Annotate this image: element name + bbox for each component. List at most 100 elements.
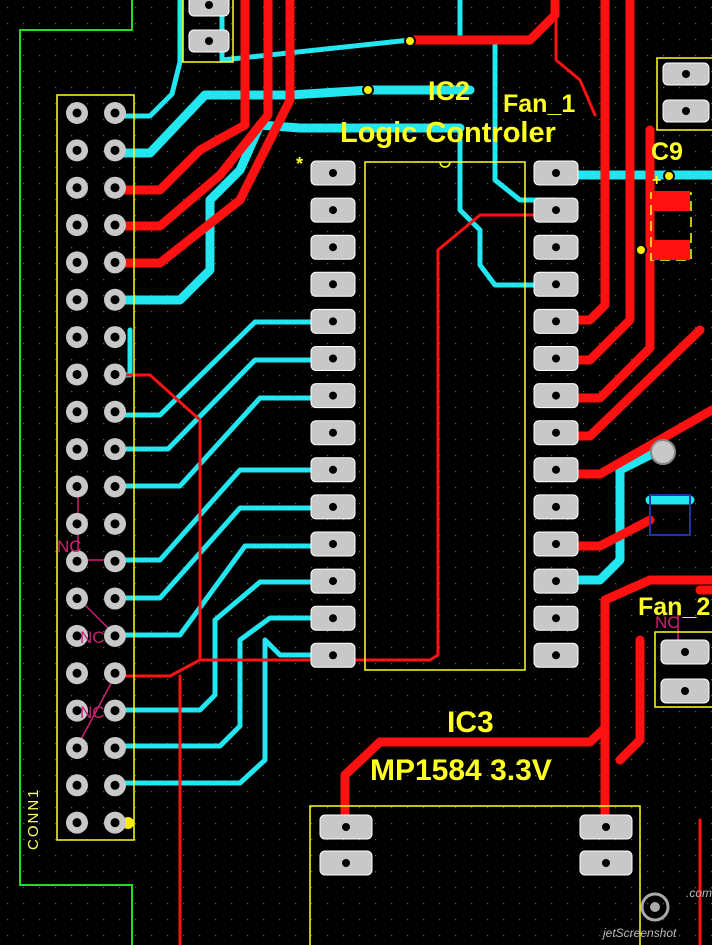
pad [310, 197, 356, 223]
ic3-value-label: MP1584 3.3V [370, 754, 552, 787]
through-hole-pin [104, 662, 126, 685]
through-hole-pin [66, 139, 88, 162]
via [362, 84, 374, 96]
silkscreen-labels: IC2 Logic Controler Fan_1 C9 + * Fan_2 I… [25, 76, 710, 850]
pad [533, 197, 579, 223]
pin1-marker: * [296, 154, 303, 174]
pad [310, 605, 356, 631]
through-hole-pin [66, 736, 88, 759]
pad [533, 346, 579, 371]
through-hole-pin [104, 102, 126, 124]
via [635, 244, 647, 256]
through-hole-pin [104, 736, 126, 759]
through-hole-pin [104, 512, 126, 535]
pad [533, 568, 579, 594]
pad [533, 642, 579, 668]
through-hole-pin [66, 176, 88, 199]
pad [310, 531, 356, 557]
fan2-label: Fan_2 [638, 593, 710, 621]
pad [652, 240, 690, 260]
through-hole-pin [66, 288, 88, 311]
through-hole-pin [66, 699, 88, 722]
pad [533, 234, 579, 260]
ic3-ref-label: IC3 [447, 706, 494, 739]
top-left-header[interactable] [182, 0, 234, 63]
pad [533, 308, 579, 334]
fan1-connector[interactable] [656, 57, 712, 131]
ic2-footprint[interactable] [310, 160, 579, 671]
through-hole-pin [66, 587, 88, 610]
pad [533, 494, 579, 520]
through-hole-pin [66, 512, 88, 535]
pad [310, 308, 356, 334]
c9-capacitor[interactable] [650, 191, 692, 261]
watermark: .com jetScreenshot [601, 886, 712, 940]
through-hole-pin [66, 326, 88, 349]
nc-label: NC [655, 613, 680, 632]
small-component[interactable] [649, 494, 691, 536]
through-hole-pin [104, 139, 126, 162]
fan1-label: Fan_1 [503, 90, 575, 118]
ic2-pads-left [310, 160, 356, 668]
through-hole-pin [66, 475, 88, 498]
through-hole-pin [104, 587, 126, 610]
nc-label: NC [80, 703, 105, 722]
through-hole-pin [66, 774, 88, 797]
through-hole-pin [104, 288, 126, 311]
fan2-connector[interactable] [654, 631, 712, 708]
pad [310, 271, 356, 297]
through-hole-pin [66, 550, 88, 573]
through-hole-pin [104, 550, 126, 573]
through-hole-pin [104, 176, 126, 199]
through-hole-pin [66, 624, 88, 647]
watermark-text: jetScreenshot [601, 926, 677, 940]
through-hole-pin [104, 251, 126, 274]
ic2-value-label: Logic Controler [340, 117, 556, 149]
through-hole-pin [104, 699, 126, 722]
through-hole-pin [104, 624, 126, 647]
c9-label: C9 [651, 138, 683, 166]
through-hole-pin [104, 475, 126, 498]
through-hole-pin [66, 214, 88, 237]
nc-label: NC [80, 628, 105, 647]
nc-label: NC [57, 537, 82, 556]
through-hole-pin [104, 400, 126, 423]
pad [310, 160, 356, 186]
watermark-tld: .com [686, 886, 712, 900]
conn1-pins [66, 102, 126, 834]
through-hole-pin [104, 326, 126, 349]
ic2-ref-label: IC2 [428, 76, 470, 106]
pad [533, 531, 579, 557]
ic3-module[interactable] [309, 805, 641, 945]
ic2-pads-right [533, 160, 579, 668]
pad [533, 160, 579, 186]
pad [533, 605, 579, 631]
through-hole-pin [104, 811, 126, 834]
through-hole-pin [66, 363, 88, 386]
conn1-footprint[interactable] [56, 94, 135, 841]
through-hole-pin [66, 102, 88, 124]
pad [310, 642, 356, 668]
through-hole-pin [104, 363, 126, 386]
through-hole-pin [66, 251, 88, 274]
pad [310, 494, 356, 520]
through-hole-pin [66, 438, 88, 461]
through-hole-pin [66, 811, 88, 834]
via [663, 170, 675, 182]
pad [533, 383, 579, 409]
camera-lens-icon [640, 892, 670, 922]
pad [533, 457, 579, 483]
c9-plus-marker: + [652, 172, 661, 189]
pad [310, 234, 356, 260]
conn1-label: CONN1 [25, 787, 42, 850]
through-hole-pin [104, 214, 126, 237]
pad [310, 457, 356, 483]
board-outline [19, 0, 133, 945]
through-hole-pin [66, 400, 88, 423]
via-large [650, 439, 676, 465]
pad [310, 383, 356, 409]
through-hole-pin [66, 662, 88, 685]
pad [310, 568, 356, 594]
pad [310, 420, 356, 446]
